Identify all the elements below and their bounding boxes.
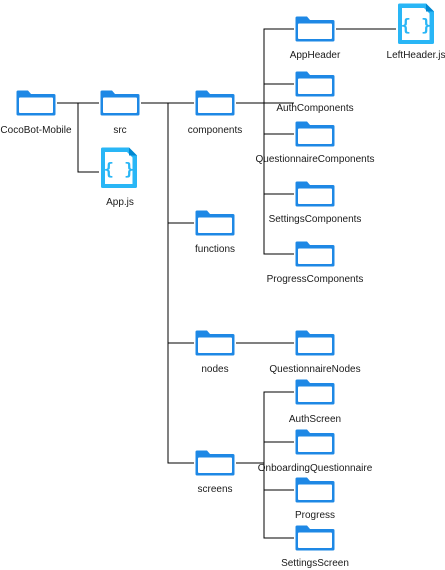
node-label: LeftHeader.js [387, 50, 445, 61]
folder-icon [195, 330, 235, 356]
folder-icon [100, 90, 140, 116]
edge-screens-settings-screen [263, 463, 294, 539]
folder-node-auth-screen[interactable]: AuthScreen [289, 379, 341, 426]
node-label: CocoBot-Mobile [0, 125, 72, 136]
node-label: AuthScreen [289, 414, 341, 425]
node-label: functions [195, 244, 235, 255]
folder-node-cocobot-mobile[interactable]: CocoBot-Mobile [0, 90, 72, 137]
folder-node-nodes[interactable]: nodes [195, 330, 235, 376]
node-label: AppHeader [290, 50, 341, 61]
js-file-icon [398, 3, 434, 44]
folder-node-questionnaire-components[interactable]: QuestionnaireComponents [256, 121, 375, 166]
folder-node-onboarding-questionnaire[interactable]: OnboardingQuestionnaire [258, 429, 373, 475]
folder-icon [295, 181, 335, 207]
edge-root-app-js [77, 103, 99, 173]
folder-icon [295, 71, 335, 97]
folder-node-settings-components[interactable]: SettingsComponents [269, 181, 362, 226]
folder-node-functions[interactable]: functions [195, 210, 235, 256]
folder-icon [195, 210, 235, 236]
folder-icon [16, 90, 56, 116]
edge-screens-auth-screen [263, 391, 294, 463]
folder-node-progress[interactable]: Progress [295, 477, 335, 522]
node-label: ProgressComponents [267, 274, 364, 285]
folder-icon [295, 330, 335, 356]
folder-node-components[interactable]: components [188, 90, 242, 137]
folder-node-settings-screen[interactable]: SettingsScreen [281, 525, 349, 570]
tree-connectors [57, 28, 396, 539]
node-label: src [113, 125, 126, 136]
js-file-icon [101, 147, 137, 188]
folder-icon [295, 241, 335, 267]
folder-node-screens[interactable]: screens [195, 450, 235, 496]
folder-icon [295, 379, 335, 405]
folder-node-questionnaire-nodes[interactable]: QuestionnaireNodes [269, 330, 361, 376]
node-label: SettingsComponents [269, 214, 362, 225]
folder-icon [295, 429, 335, 455]
node-label: QuestionnaireNodes [269, 364, 360, 375]
node-label: AuthComponents [276, 103, 353, 114]
folder-icon [195, 90, 235, 116]
node-label: QuestionnaireComponents [256, 154, 375, 165]
folder-icon [195, 450, 235, 476]
node-label: SettingsScreen [281, 558, 349, 569]
file-node-app-js[interactable]: App.js [101, 147, 137, 209]
node-label: App.js [106, 197, 134, 208]
folder-node-auth-components[interactable]: AuthComponents [276, 71, 354, 115]
node-label: components [188, 125, 242, 136]
folder-node-src[interactable]: src [100, 90, 140, 137]
edge-components-app-header [263, 28, 294, 103]
folder-icon [295, 477, 335, 503]
node-label: OnboardingQuestionnaire [258, 463, 373, 474]
file-node-left-header-js[interactable]: LeftHeader.js [387, 3, 445, 62]
edge-src-trunk [167, 103, 194, 464]
node-label: screens [197, 484, 232, 495]
folder-icon [295, 121, 335, 147]
node-label: nodes [201, 364, 228, 375]
folder-icon [295, 525, 335, 551]
folder-node-progress-components[interactable]: ProgressComponents [267, 241, 364, 286]
edge-components-progress [263, 103, 294, 255]
folder-node-app-header[interactable]: AppHeader [290, 16, 341, 62]
node-label: Progress [295, 510, 335, 521]
folder-icon [295, 16, 335, 42]
